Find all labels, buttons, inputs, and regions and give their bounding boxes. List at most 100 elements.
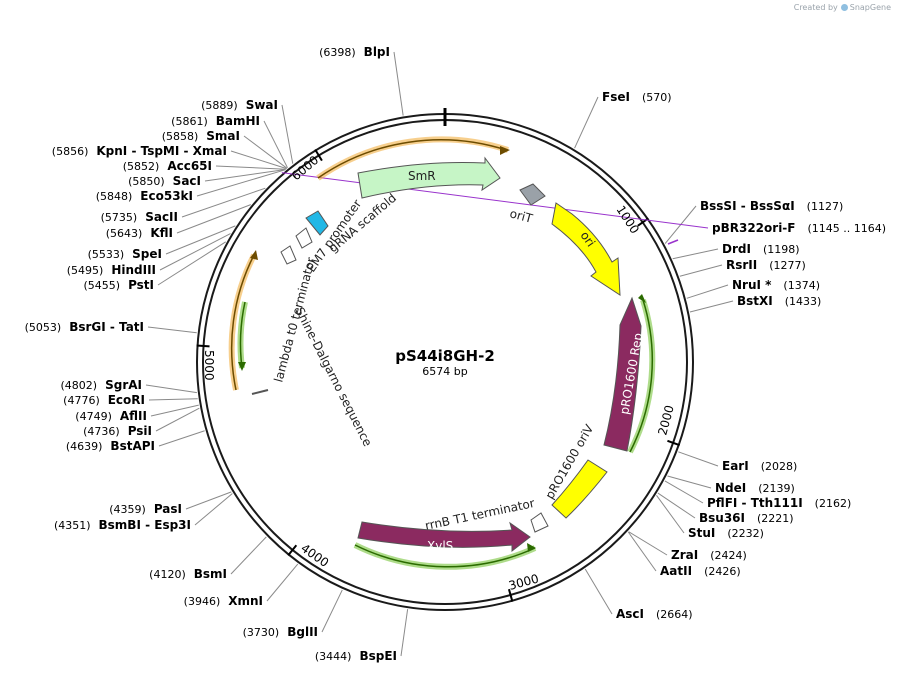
- enzyme-leader: [678, 451, 719, 467]
- enzyme-position: (3946): [184, 595, 221, 608]
- enzyme-leader: [147, 326, 197, 334]
- enzyme-site-label: SacII (5735): [101, 210, 178, 224]
- enzyme-position: (2162): [815, 497, 852, 510]
- enzyme-leader: [185, 491, 232, 510]
- enzyme-position: (5735): [101, 211, 138, 224]
- enzyme-name: AflII: [120, 409, 147, 423]
- primer-pbr322ori-f-mark: [667, 239, 679, 245]
- enzyme-position: (5889): [201, 99, 238, 112]
- orf-arc-bottom-arrowhead: [527, 543, 536, 552]
- feature-ori: [551, 202, 621, 296]
- enzyme-site-label: BsrGI - TatI(5053): [25, 320, 144, 334]
- enzyme-position: (5643): [106, 227, 143, 240]
- enzyme-site-label: HindIII (5495): [67, 263, 156, 277]
- enzyme-name: Acc65I: [167, 159, 212, 173]
- enzyme-site-label: Bsu36I(2221): [699, 511, 794, 525]
- enzyme-site-label: RsrII(1277): [726, 258, 806, 272]
- enzyme-leader: [196, 169, 286, 197]
- enzyme-position: (5533): [88, 248, 125, 261]
- enzyme-site-label: AscI(2664): [616, 607, 693, 621]
- feature-rrnb-t1-terminator: [530, 512, 549, 533]
- enzyme-site-label: PstI(5455): [83, 278, 154, 292]
- scale-tick: [196, 344, 210, 348]
- enzyme-name: BglII: [287, 625, 318, 639]
- feature-grna-scaffold: [305, 210, 329, 236]
- orf-arc-top-line: [317, 139, 507, 179]
- enzyme-leader: [150, 404, 199, 417]
- enzyme-leader: [400, 609, 409, 657]
- enzyme-leader: [243, 135, 288, 169]
- enzyme-leader: [393, 51, 404, 116]
- tick-label: 3000: [507, 571, 540, 592]
- enzyme-site-label: AflII(4749): [75, 409, 147, 423]
- feature-orit: [519, 183, 546, 206]
- enzyme-name: HindIII: [111, 263, 156, 277]
- enzyme-leader: [181, 187, 266, 218]
- enzyme-leader: [321, 589, 343, 633]
- enzyme-leader: [584, 568, 613, 615]
- enzyme-site-label: Acc65I(5852): [123, 159, 212, 173]
- enzyme-site-label: PasI(4359): [109, 502, 182, 516]
- enzyme-leader: [155, 407, 200, 432]
- enzyme-position: (570): [642, 91, 672, 104]
- tick-label: 1000: [613, 203, 641, 236]
- enzyme-name: SmaI: [206, 129, 240, 143]
- feature-shine-dalgarno: [251, 389, 269, 395]
- orf-arc-left-outer-arrowhead: [250, 250, 258, 260]
- enzyme-name: AatII: [660, 564, 692, 578]
- enzyme-leader: [148, 398, 198, 401]
- scale-tick: [507, 588, 514, 602]
- orf-arc-left-outer-line: [230, 254, 255, 391]
- feature-orit-label: oriT: [508, 206, 534, 226]
- enzyme-site-label: EarI(2028): [722, 459, 797, 473]
- enzyme-name: EarI: [722, 459, 749, 473]
- enzyme-leader: [667, 475, 712, 489]
- enzyme-name: BstAPI: [110, 439, 155, 453]
- enzyme-site-label: SacI (5850): [128, 174, 201, 188]
- enzyme-position: (2664): [656, 608, 693, 621]
- feature-rrnb-t1-terminator-label: rrnB T1 terminator: [424, 496, 536, 533]
- enzyme-leader: [679, 264, 723, 277]
- enzyme-leader: [657, 492, 696, 519]
- feature-pro1600-rep: [603, 296, 642, 452]
- enzyme-leader: [574, 96, 599, 149]
- enzyme-site-label: NruI *(1374): [732, 278, 820, 292]
- credit-brand: SnapGene: [849, 3, 891, 12]
- enzyme-name: BssSI - BssSαI: [700, 199, 795, 213]
- enzyme-leader: [215, 165, 286, 170]
- enzyme-leader: [165, 225, 236, 255]
- enzyme-leader: [204, 169, 286, 182]
- enzyme-name: SacII: [145, 210, 178, 224]
- enzyme-leader: [194, 493, 233, 526]
- enzyme-position: (1127): [807, 200, 844, 213]
- enzyme-site-label: SpeI (5533): [88, 247, 162, 261]
- enzyme-leader: [281, 172, 709, 229]
- enzyme-name: RsrII: [726, 258, 757, 272]
- enzyme-position: (4120): [149, 568, 186, 581]
- enzyme-position: (1433): [785, 295, 822, 308]
- enzyme-site-label: BspEI(3444): [315, 649, 397, 663]
- enzyme-name: Bsu36I: [699, 511, 745, 525]
- enzyme-site-label: PsiI(4736): [83, 424, 152, 438]
- enzyme-position: (5850): [128, 175, 165, 188]
- enzyme-name: pBR322ori-F: [712, 221, 795, 235]
- enzyme-leader: [266, 563, 299, 602]
- orf-arc-left-inner-arrowhead: [238, 362, 246, 371]
- feature-em7-promoter: [295, 227, 313, 249]
- enzyme-site-label: StuI(2232): [688, 526, 764, 540]
- enzyme-name: SwaI: [246, 98, 278, 112]
- enzyme-site-label: BglII(3730): [243, 625, 318, 639]
- enzyme-position: (4359): [109, 503, 146, 516]
- enzyme-name: SacI: [173, 174, 201, 188]
- enzyme-position: (5495): [67, 264, 104, 277]
- enzyme-name: SpeI: [132, 247, 162, 261]
- feature-lambda-t0-terminator: [280, 245, 297, 265]
- enzyme-name: KflI: [150, 226, 173, 240]
- enzyme-leader: [627, 531, 657, 572]
- enzyme-position: (2139): [758, 482, 795, 495]
- enzyme-site-label: NdeI(2139): [715, 481, 795, 495]
- orf-arc-right-arrowhead: [638, 294, 646, 303]
- enzyme-name: DrdI: [722, 242, 751, 256]
- enzyme-position: (2424): [710, 549, 747, 562]
- credit-prefix: Created by: [793, 3, 838, 12]
